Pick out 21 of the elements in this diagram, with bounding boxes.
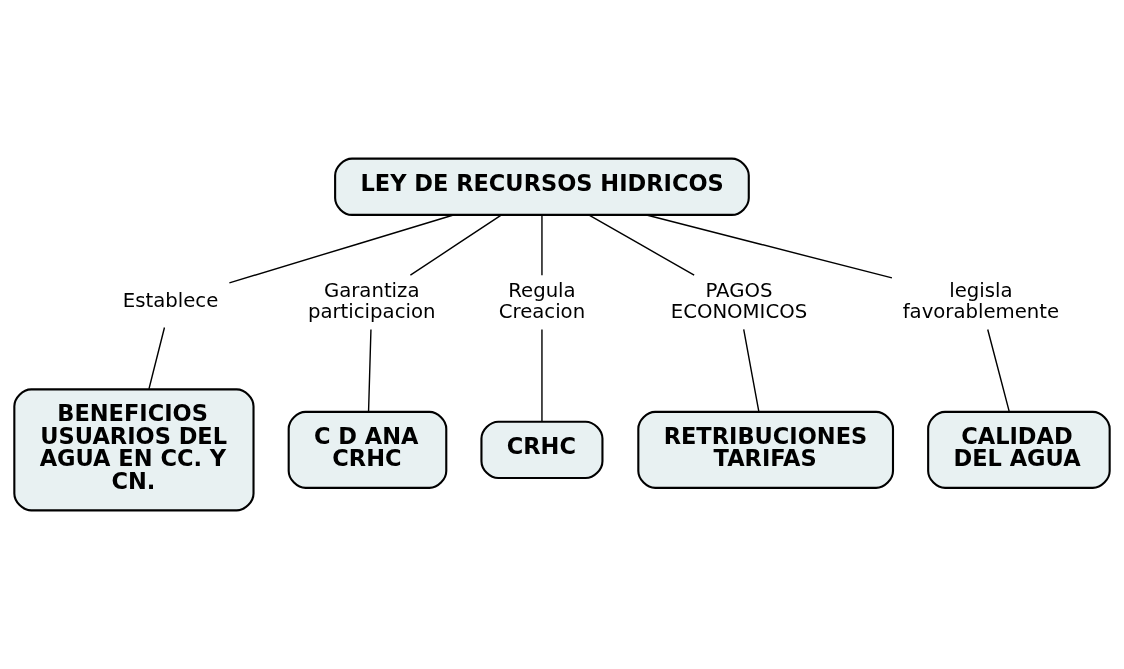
connector (409, 214, 502, 276)
node-text: legisla favorablemente (902, 278, 1060, 323)
connector (228, 214, 455, 284)
node-box: RETRIBUCIONES TARIFAS (637, 410, 895, 489)
node-box: CRHC (480, 420, 604, 480)
node-text: Garantiza participacion (307, 278, 436, 323)
connector (367, 328, 372, 413)
node-text: PAGOS ECONOMICOS (670, 278, 808, 323)
node-box: C D ANA CRHC (287, 410, 448, 489)
node-box: BENEFICIOS USUARIOS DEL AGUA EN CC. Y CN. (13, 388, 255, 512)
connector (588, 214, 695, 276)
connector (987, 328, 1010, 413)
node-box: CALIDAD DEL AGUA (927, 410, 1111, 489)
connector (743, 328, 760, 413)
connector (148, 326, 166, 390)
connector (541, 214, 543, 276)
connector (541, 328, 543, 422)
node-text: Regula Creacion (498, 278, 586, 323)
node-text: Establece (122, 289, 219, 313)
connector (645, 214, 893, 279)
node-box: LEY DE RECURSOS HIDRICOS (334, 157, 750, 216)
